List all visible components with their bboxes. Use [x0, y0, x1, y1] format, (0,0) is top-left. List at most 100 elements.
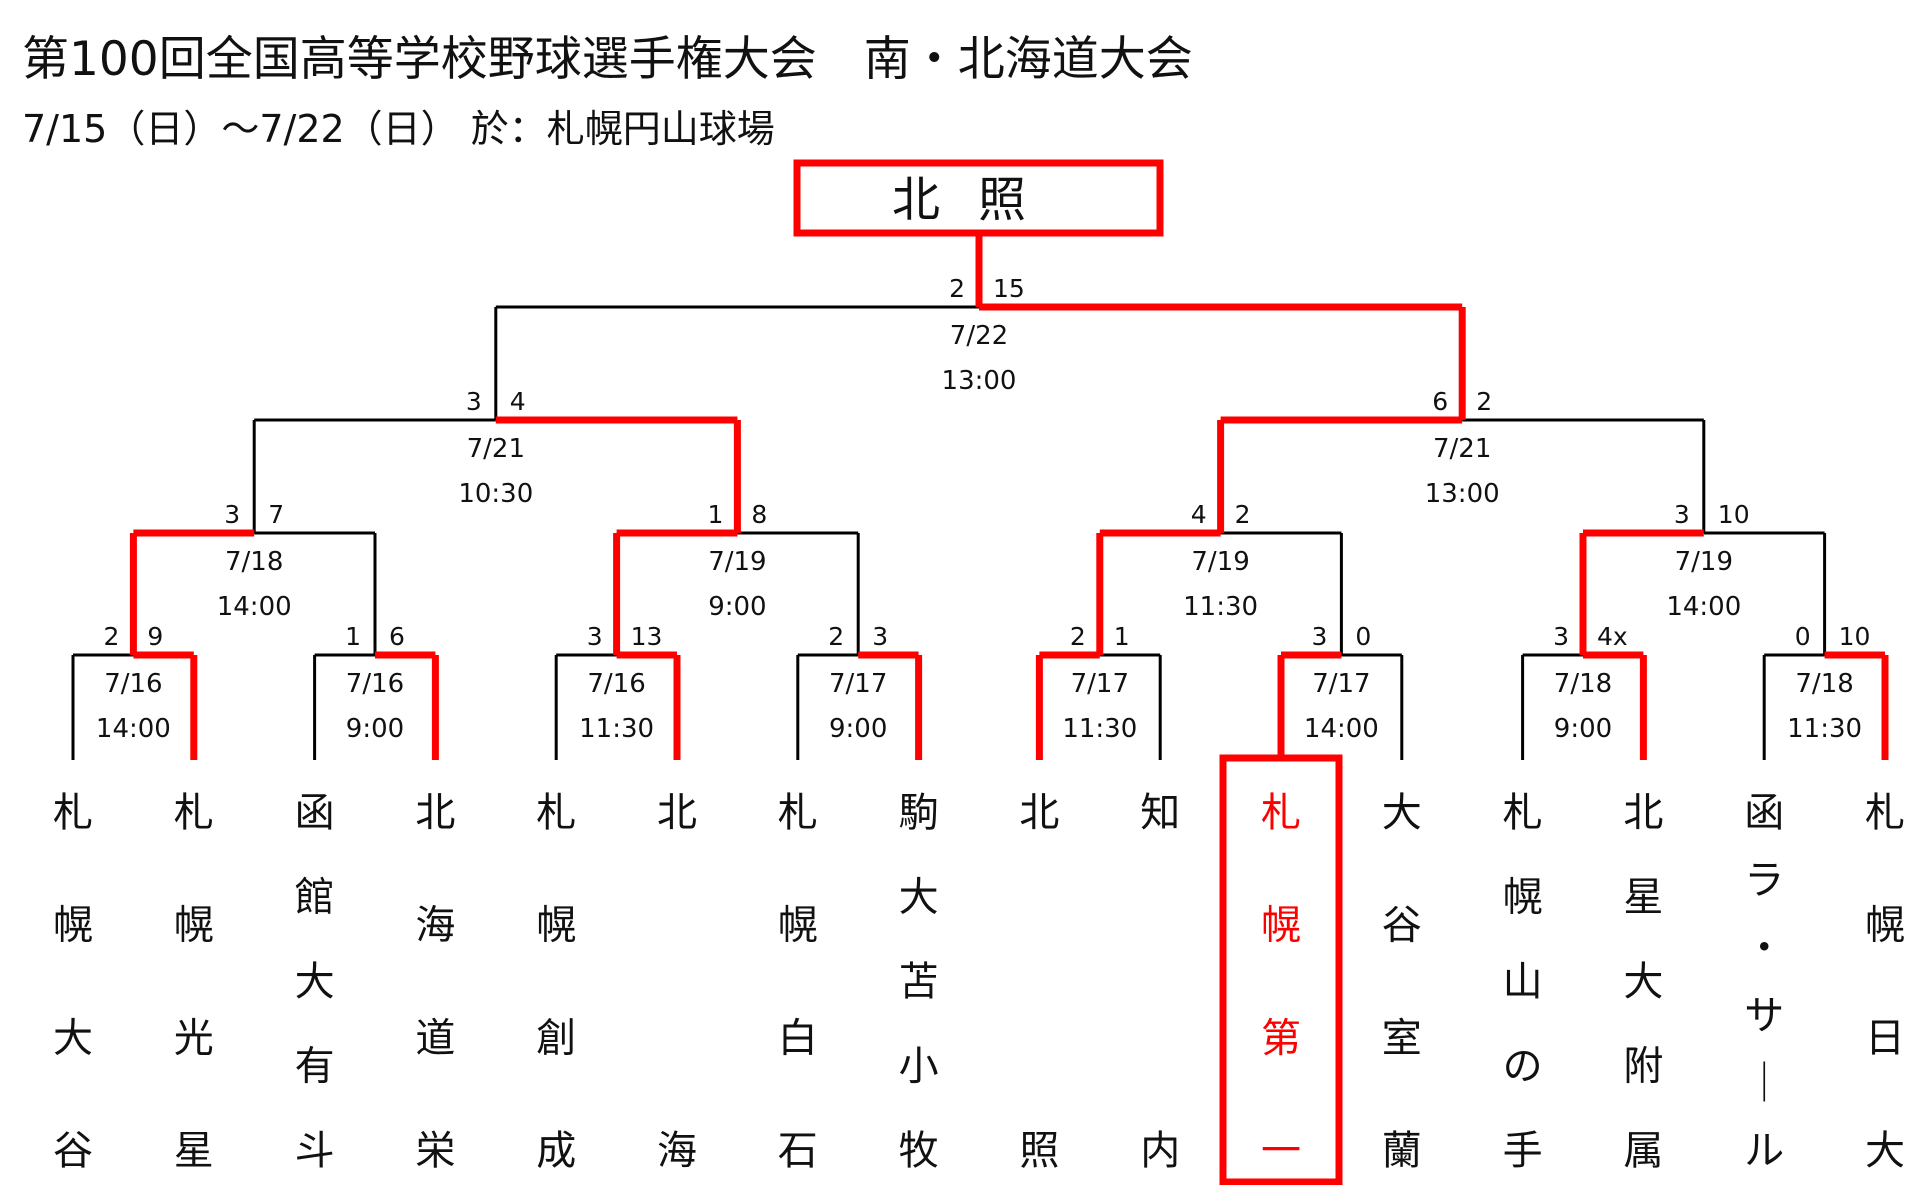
- team-name-char: 幌: [536, 903, 576, 949]
- match-date-label: 7/18: [1554, 669, 1612, 699]
- score-label: 1: [707, 500, 723, 529]
- team-name-char: 附: [1623, 1044, 1663, 1090]
- team-name-char: 幌: [1503, 875, 1543, 921]
- team-name-char: 星: [174, 1128, 214, 1174]
- team-name-char: 大: [295, 959, 335, 1005]
- score-label: 2: [1070, 622, 1086, 651]
- team-name-char: 幌: [1261, 903, 1301, 949]
- match-date-label: 7/18: [225, 547, 283, 577]
- team-name-char: 手: [1503, 1128, 1543, 1174]
- match-date-label: 7/18: [1795, 669, 1853, 699]
- team-name-char: 札: [536, 790, 576, 836]
- score-label: 3: [587, 622, 603, 651]
- match-time-label: 11:30: [579, 714, 654, 744]
- match-date-label: 7/19: [1675, 547, 1733, 577]
- team-name-char: 光: [174, 1015, 214, 1061]
- score-label: 6: [389, 622, 405, 651]
- team-name-char: ・: [1744, 925, 1784, 971]
- team-name-char: 道: [415, 1015, 455, 1061]
- team-name-char: 谷: [1382, 903, 1422, 949]
- team-name-char: 北: [1019, 790, 1059, 836]
- team-name-char: 室: [1382, 1015, 1422, 1061]
- team-name-char: 蘭: [1382, 1128, 1422, 1174]
- team-name-char: 函: [295, 790, 335, 836]
- score-label: 7: [268, 500, 284, 529]
- team-name-char: 星: [1623, 875, 1663, 921]
- team-name-char: 札: [1261, 790, 1301, 836]
- match-time-label: 13:00: [942, 366, 1017, 396]
- champion-name: 北照: [892, 172, 1064, 228]
- team-name-char: 石: [778, 1128, 818, 1174]
- score-label: 3: [872, 622, 888, 651]
- team-name-char: 小: [899, 1044, 939, 1090]
- team-name-char: 幌: [1865, 903, 1905, 949]
- match-date-label: 7/21: [467, 434, 525, 464]
- match-date-label: 7/16: [104, 669, 162, 699]
- team-name-char: 大: [1382, 790, 1422, 836]
- score-label: 0: [1795, 622, 1811, 651]
- score-label: 4: [510, 387, 526, 416]
- match-time-label: 14:00: [217, 592, 292, 622]
- score-label: 2: [103, 622, 119, 651]
- score-label: 15: [993, 274, 1025, 303]
- team-name-char: 館: [295, 875, 335, 921]
- match-date-label: 7/19: [1191, 547, 1249, 577]
- score-label: 10: [1718, 500, 1750, 529]
- match-time-label: 11:30: [1062, 714, 1137, 744]
- team-name-char: 有: [295, 1044, 335, 1090]
- team-name-char: 札: [53, 790, 93, 836]
- team-name-char: 牧: [899, 1128, 939, 1174]
- match-date-label: 7/21: [1433, 434, 1491, 464]
- team-name-char: ｜: [1744, 1060, 1784, 1106]
- match-date-label: 7/17: [1312, 669, 1370, 699]
- score-label: 6: [1432, 387, 1448, 416]
- score-label: 3: [224, 500, 240, 529]
- team-name-char: 幌: [174, 903, 214, 949]
- team-name-char: 北: [415, 790, 455, 836]
- match-date-label: 7/17: [1071, 669, 1129, 699]
- score-label: 9: [147, 622, 163, 651]
- team-name-char: ル: [1744, 1128, 1784, 1174]
- team-name-char: の: [1503, 1044, 1543, 1090]
- team-name-char: 函: [1744, 790, 1784, 836]
- score-label: 13: [631, 622, 663, 651]
- team-name-char: 大: [899, 875, 939, 921]
- team-name-char: 大: [1623, 959, 1663, 1005]
- team-name-char: ラ: [1744, 858, 1784, 904]
- team-name-char: 創: [536, 1015, 576, 1061]
- team-name-char: 山: [1503, 959, 1543, 1005]
- score-label: 1: [345, 622, 361, 651]
- team-name-char: 幌: [53, 903, 93, 949]
- score-label: 1: [1114, 622, 1130, 651]
- match-time-label: 9:00: [708, 592, 766, 622]
- page-subtitle: 7/15（日）～7/22（日） 於：札幌円山球場: [22, 107, 775, 151]
- match-time-label: 14:00: [1304, 714, 1379, 744]
- team-name-char: 第: [1261, 1015, 1301, 1061]
- team-name-char: 栄: [415, 1128, 455, 1174]
- team-name-char: 日: [1865, 1015, 1905, 1061]
- match-time-label: 10:30: [458, 479, 533, 509]
- score-label: 4x: [1597, 622, 1628, 651]
- score-label: 2: [1235, 500, 1251, 529]
- page-title: 第100回全国高等学校野球選手権大会 南・北海道大会: [22, 32, 1193, 87]
- team-name-char: 成: [536, 1128, 576, 1174]
- team-name-char: 札: [1865, 790, 1905, 836]
- team-name-char: 苫: [899, 959, 939, 1005]
- match-time-label: 9:00: [829, 714, 887, 744]
- team-name-char: 札: [778, 790, 818, 836]
- match-time-label: 11:30: [1787, 714, 1862, 744]
- team-name-char: 属: [1623, 1128, 1663, 1174]
- team-name-char: 照: [1019, 1128, 1059, 1174]
- champion-box: 北照: [793, 159, 1164, 237]
- team-name-char: 北: [1623, 790, 1663, 836]
- match-date-label: 7/16: [346, 669, 404, 699]
- score-label: 3: [1674, 500, 1690, 529]
- team-name-char: 札: [174, 790, 214, 836]
- team-name-char: 谷: [53, 1128, 93, 1174]
- match-time-label: 11:30: [1183, 592, 1258, 622]
- score-label: 3: [466, 387, 482, 416]
- team-name-char: 海: [415, 903, 455, 949]
- score-label: 10: [1839, 622, 1871, 651]
- match-time-label: 13:00: [1425, 479, 1500, 509]
